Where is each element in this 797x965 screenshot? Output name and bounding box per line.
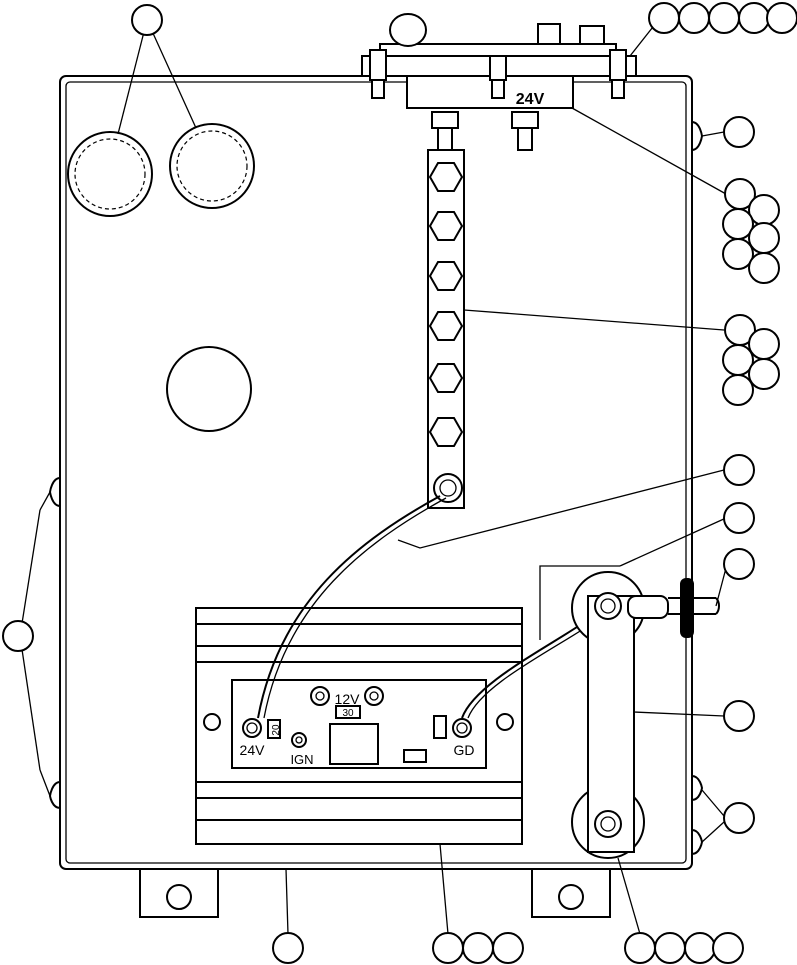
callout-bubble: [722, 374, 754, 406]
callout-bubble: [131, 4, 163, 36]
callout-bubble: [738, 2, 770, 34]
ground-label: GD: [454, 742, 475, 758]
callout-bubble: [723, 802, 755, 834]
callout-bubble: [492, 932, 524, 964]
callout-bubble: [648, 2, 680, 34]
callout-bubble: [708, 2, 740, 34]
callout-bubble: [712, 932, 744, 964]
callout-bubble: [748, 358, 780, 390]
callout-bubble: [723, 700, 755, 732]
mounting-feet: [139, 868, 611, 918]
callout-bubble: [624, 932, 656, 964]
callout-bubble: [766, 2, 797, 34]
fuse-a-label: 20: [271, 724, 282, 736]
callout-bubble: [723, 502, 755, 534]
callout-bubble: [748, 328, 780, 360]
callout-bubble: [462, 932, 494, 964]
ignition-label: IGN: [290, 752, 313, 767]
callout-bubble: [748, 222, 780, 254]
callout-bubble: [678, 2, 710, 34]
converter-output-label: 12V: [335, 691, 361, 707]
callout-bubble: [723, 454, 755, 486]
callout-bubble: [654, 932, 686, 964]
converter-input-label: 24V: [240, 742, 266, 758]
callout-bubble: [272, 932, 304, 964]
callout-bubble: [723, 548, 755, 580]
ground-strap: [539, 565, 720, 859]
center-hole: [166, 346, 252, 432]
callout-bubble: [748, 252, 780, 284]
knockout-holes: [67, 123, 255, 217]
callout-bubble: [723, 116, 755, 148]
callout-bubble: [722, 238, 754, 270]
callout-bubble: [432, 932, 464, 964]
terminal-voltage-label: 24V: [516, 91, 545, 108]
callout-bubble: [2, 620, 34, 652]
terminal-block: 24V: [361, 13, 637, 151]
bus-bar: [427, 149, 465, 509]
callout-bubble: [684, 932, 716, 964]
fuse-b-label: 30: [342, 708, 354, 719]
converter-unit: 24V 12V 20 30 IGN GD: [195, 607, 523, 845]
